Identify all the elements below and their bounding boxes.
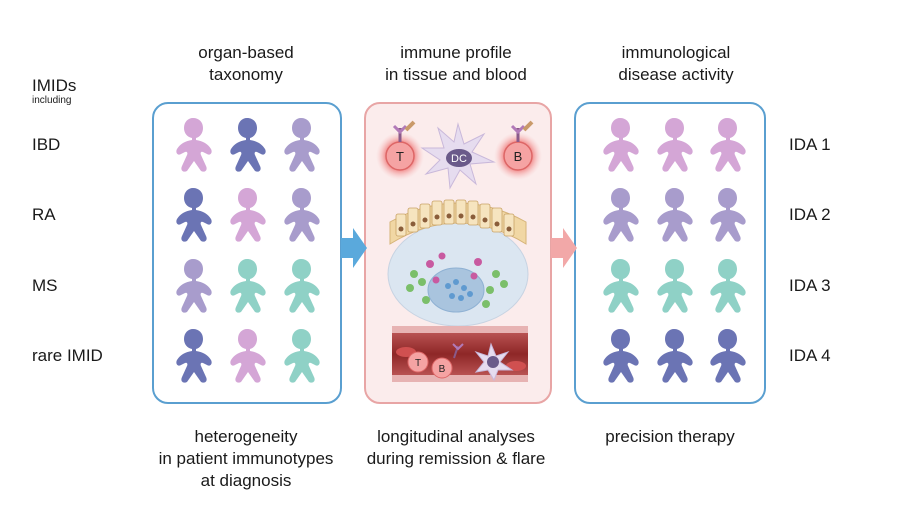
row-label-ida-4: IDA 4 (789, 346, 831, 365)
person-teal-icon (603, 259, 639, 313)
footer-middle: longitudinal analyses during remission &… (348, 426, 564, 470)
person-pink-icon (657, 118, 693, 172)
person-blue-icon (657, 329, 693, 383)
dendritic-cell-label: DC (451, 153, 467, 165)
row-label-ida-2: IDA 2 (789, 205, 831, 224)
row-label-ms: MS (32, 276, 58, 295)
header-left-line2: taxonomy (209, 65, 283, 84)
person-blue-icon (176, 329, 212, 383)
footer-middle-line1: longitudinal analyses (377, 427, 535, 446)
footer-left-line3: at diagnosis (200, 471, 292, 490)
t-cell-icon (376, 120, 424, 180)
person-teal-icon (284, 329, 320, 383)
person-blue-icon (176, 188, 212, 242)
person-blue-icon (230, 118, 266, 172)
imids-subtitle: including (32, 95, 72, 106)
header-right-line2: disease activity (618, 65, 734, 84)
person-blue-icon (710, 329, 746, 383)
b-cell-label: B (514, 149, 523, 164)
person-pink-icon (230, 329, 266, 383)
person-teal-icon (284, 259, 320, 313)
t-cell-label: T (396, 149, 404, 164)
immune-profile-panel: T DC B (364, 102, 552, 404)
row-label-ida-1: IDA 1 (789, 135, 831, 154)
disease-activity-panel (574, 102, 766, 404)
person-pink-icon (603, 118, 639, 172)
arrow-right-blue-icon (341, 228, 367, 268)
header-middle: immune profile in tissue and blood (356, 42, 556, 86)
vessel-b-cell-label: B (439, 364, 446, 375)
person-blue-icon (603, 329, 639, 383)
footer-left-line1: heterogeneity (194, 427, 298, 446)
header-left: organ-based taxonomy (146, 42, 346, 86)
person-teal-icon (657, 259, 693, 313)
footer-left: heterogeneity in patient immunotypes at … (136, 426, 356, 492)
vessel-t-cell-label: T (415, 358, 421, 369)
footer-left-line2: in patient immunotypes (158, 449, 334, 468)
person-pink-icon (230, 188, 266, 242)
person-lavender-icon (284, 188, 320, 242)
immune-profile-illustration: T DC B (376, 120, 542, 382)
person-pink-icon (710, 118, 746, 172)
imids-title: IMIDs (32, 76, 77, 95)
row-label-ra: RA (32, 205, 56, 224)
dendritic-cell-icon (420, 122, 496, 190)
header-middle-line1: immune profile (400, 43, 512, 62)
footer-right-line1: precision therapy (605, 427, 735, 446)
header-right-line1: immunological (621, 43, 731, 62)
person-pink-icon (176, 118, 212, 172)
b-cell-icon (494, 120, 542, 180)
row-label-ibd: IBD (32, 135, 61, 154)
footer-right: precision therapy (570, 426, 770, 448)
blood-vessel-illustration (392, 326, 528, 382)
person-teal-icon (710, 259, 746, 313)
header-left-line1: organ-based (198, 43, 294, 62)
header-middle-line2: in tissue and blood (385, 65, 527, 84)
person-lavender-icon (657, 188, 693, 242)
row-label-ida-3: IDA 3 (789, 276, 831, 295)
person-teal-icon (230, 259, 266, 313)
person-lavender-icon (603, 188, 639, 242)
arrow-right-pink-icon (551, 228, 577, 268)
person-lavender-icon (710, 188, 746, 242)
tissue-illustration (387, 199, 529, 327)
person-lavender-icon (176, 259, 212, 313)
header-right: immunological disease activity (576, 42, 776, 86)
person-lavender-icon (284, 118, 320, 172)
footer-middle-line2: during remission & flare (366, 449, 546, 468)
row-label-rare-imid: rare IMID (32, 346, 103, 365)
